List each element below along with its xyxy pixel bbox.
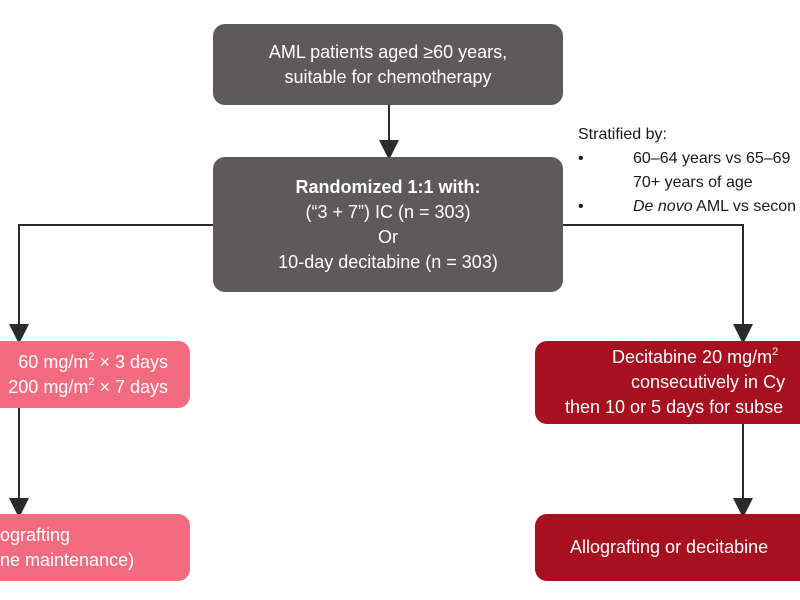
decitabine-regimen-box: Decitabine 20 mg/m2 consecutively in Cy …	[535, 341, 800, 424]
population-line-2: suitable for chemotherapy	[284, 66, 492, 87]
randomization-arm-ic: (“3 + 7”) IC (n = 303)	[305, 201, 471, 222]
randomization-box: Randomized 1:1 with: (“3 + 7”) IC (n = 3…	[213, 157, 563, 292]
stratification-item-aml-type: • De novo AML vs secon	[578, 195, 800, 219]
stratification-age-line-1: 60–64 years vs 65–69	[633, 150, 791, 167]
decitabine-outcome-box: Allografting or decitabine	[535, 514, 800, 581]
arrow-to-decitabine-arm	[561, 224, 753, 344]
ic-outcome-line-1: ografting	[0, 524, 71, 545]
stratification-block: Stratified by: • 60–64 years vs 65–69 70…	[578, 123, 800, 219]
population-line-1: AML patients aged ≥60 years,	[268, 41, 508, 62]
population-box: AML patients aged ≥60 years, suitable fo…	[213, 24, 563, 105]
stratification-aml-type: De novo AML vs secon	[633, 195, 796, 219]
stratification-item-age: • 60–64 years vs 65–69	[578, 147, 800, 171]
stratification-title-row: Stratified by:	[578, 123, 800, 147]
arrow-to-ic-arm	[9, 224, 213, 344]
randomization-heading: Randomized 1:1 with:	[295, 176, 481, 197]
decitabine-outcome-text: Allografting or decitabine	[570, 537, 769, 557]
decitabine-regimen-line-1: Decitabine 20 mg/m2	[612, 346, 779, 368]
stratification-de-novo: De novo	[633, 198, 693, 215]
stratification-item-age-cont: 70+ years of age	[578, 171, 800, 195]
stratification-age-line-2: 70+ years of age	[633, 174, 753, 191]
ic-outcome-box: ografting ne maintenance)	[0, 514, 190, 581]
stratification-aml-rest: AML vs secon	[692, 198, 797, 215]
bullet: •	[578, 198, 584, 215]
stratification-title: Stratified by:	[578, 126, 667, 143]
ic-regimen-line-2: 200 mg/m2 × 7 days	[8, 375, 168, 397]
ic-outcome-line-2: ne maintenance)	[0, 549, 135, 570]
ic-regimen-box: 60 mg/m2 × 3 days 200 mg/m2 × 7 days	[0, 341, 190, 408]
bullet: •	[578, 150, 584, 167]
randomization-arm-decitabine: 10-day decitabine (n = 303)	[278, 251, 498, 272]
randomization-or: Or	[378, 226, 398, 247]
ic-regimen-line-1: 60 mg/m2 × 3 days	[18, 350, 168, 372]
decitabine-regimen-line-3: then 10 or 5 days for subse	[565, 397, 784, 417]
decitabine-regimen-line-2: consecutively in Cy	[631, 372, 786, 392]
